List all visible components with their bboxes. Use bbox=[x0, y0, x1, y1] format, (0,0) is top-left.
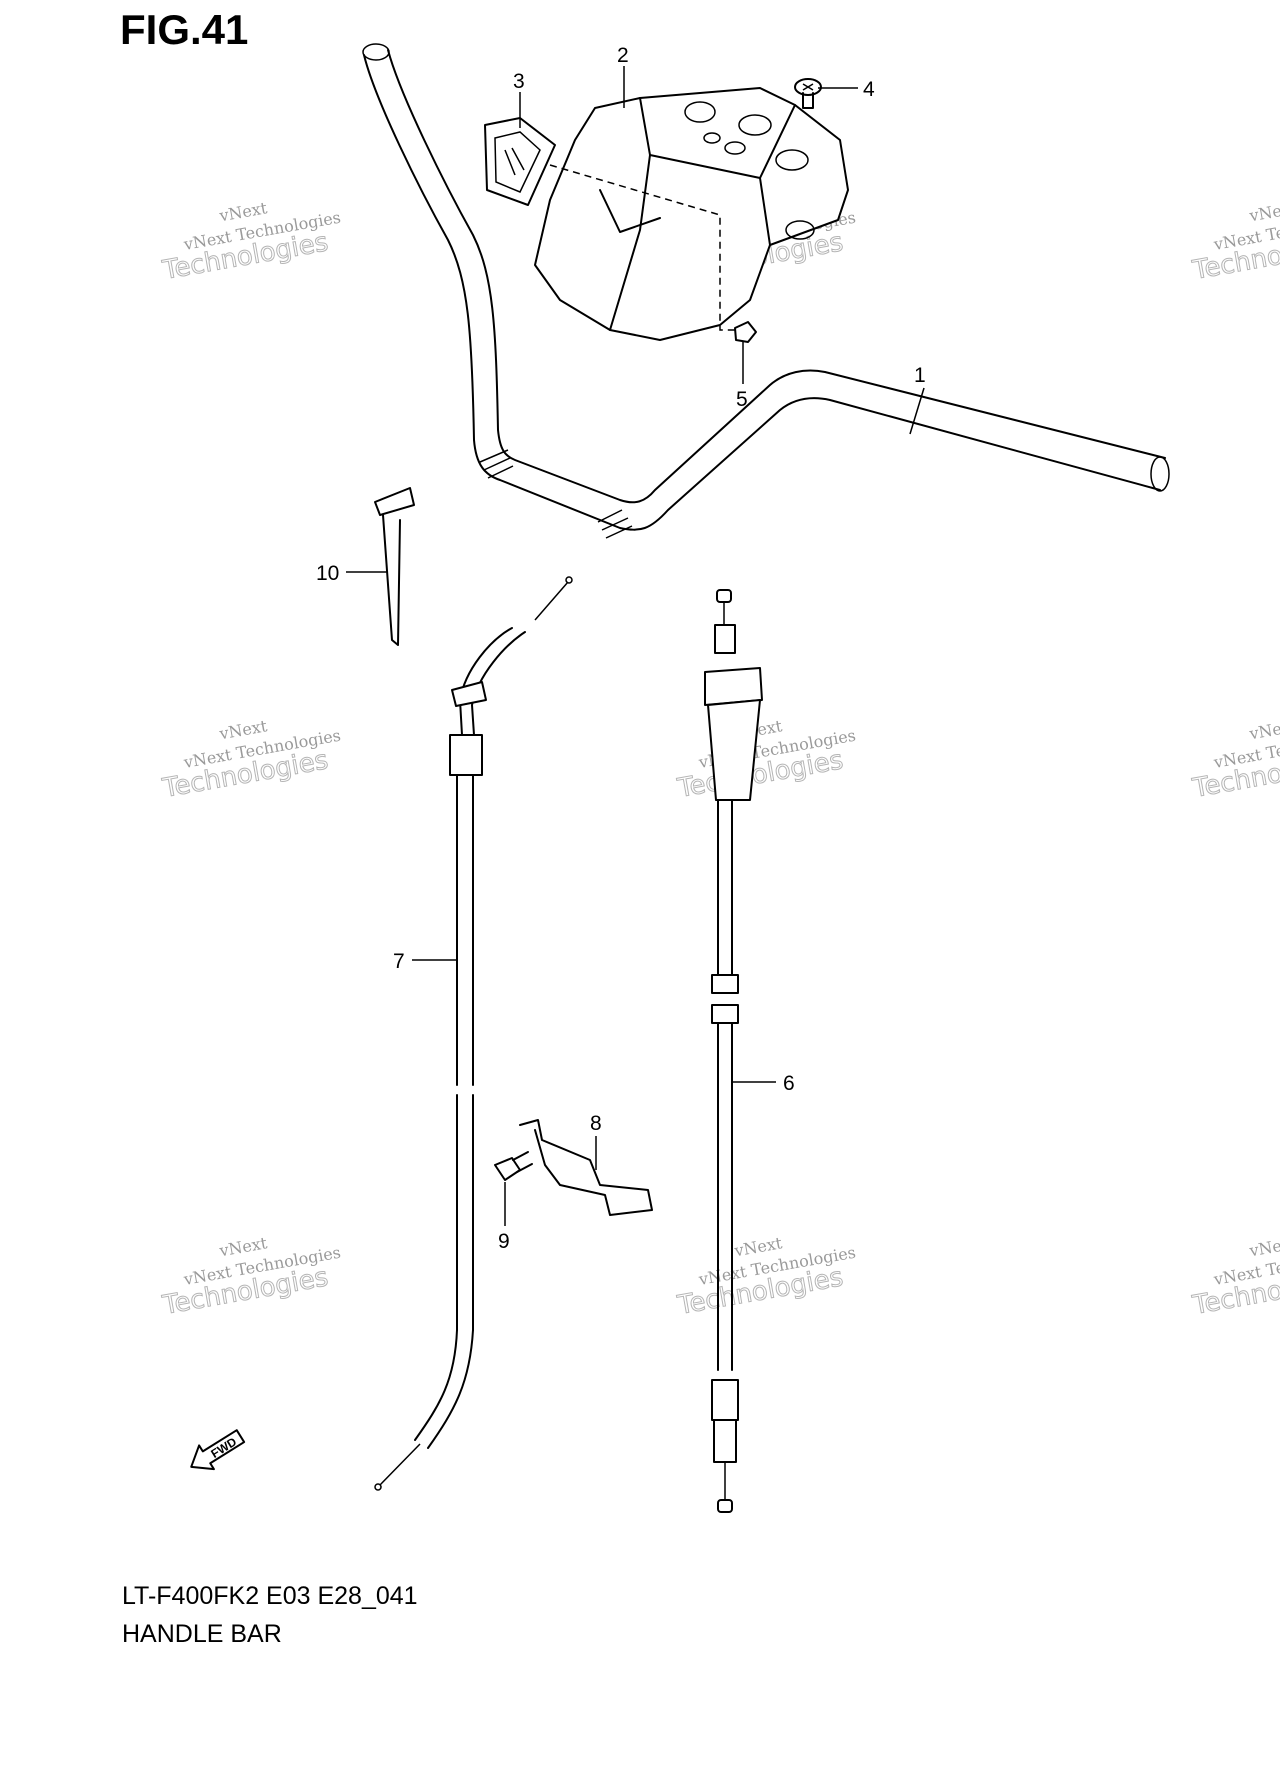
cable7-wire-top bbox=[534, 581, 569, 621]
cable6-housing bbox=[707, 699, 761, 801]
callout-8: 8 bbox=[590, 1112, 602, 1135]
watermark: vNext Technologies vNext Technologies bbox=[159, 1233, 342, 1321]
watermark: vNext Technologies vNext Technologies bbox=[1189, 1233, 1280, 1321]
bolt-shank bbox=[512, 1151, 533, 1173]
cable-guide-wire bbox=[519, 1119, 653, 1216]
cable-tie-head bbox=[374, 487, 415, 516]
cable6-fitting-bottom bbox=[713, 1419, 737, 1463]
callout-7: 7 bbox=[393, 950, 405, 973]
cover-assembly-line bbox=[549, 164, 742, 331]
cover-body bbox=[534, 87, 849, 341]
cable6-sheath-lower bbox=[717, 1022, 733, 1371]
watermark: vNext Technologies vNext Technologies bbox=[159, 198, 342, 286]
figure-name: HANDLE BAR bbox=[122, 1620, 282, 1648]
cable6-grommet bbox=[711, 1004, 739, 1024]
cable6-sheath-upper bbox=[717, 799, 733, 976]
watermark-text: vNext bbox=[1247, 198, 1280, 225]
cover-recess bbox=[599, 189, 661, 233]
leader-line-1 bbox=[909, 387, 925, 435]
cable6-fitting bbox=[714, 624, 736, 654]
nut-body bbox=[734, 321, 757, 343]
callout-3: 3 bbox=[513, 70, 525, 93]
handlebar-outline-upper bbox=[363, 54, 1161, 531]
cable6-end-bottom bbox=[717, 1499, 733, 1513]
cover-hole bbox=[724, 141, 746, 155]
emblem-part bbox=[484, 117, 556, 206]
callout-5: 5 bbox=[736, 388, 748, 411]
cable7-end-top bbox=[565, 576, 573, 584]
handlebar-cover-part bbox=[534, 87, 849, 341]
callout-6: 6 bbox=[783, 1072, 795, 1095]
handlebar-knurl-left bbox=[479, 449, 514, 479]
handlebar-outline-lower bbox=[387, 49, 1166, 504]
cable7-adjuster bbox=[449, 734, 483, 776]
cable7-bend-outer bbox=[459, 627, 513, 736]
bolt-head bbox=[494, 1157, 521, 1181]
watermark: vNext Technologies vNext Technologies bbox=[674, 716, 857, 804]
screw-shank bbox=[802, 92, 814, 109]
watermark-text: vNext bbox=[1247, 1233, 1280, 1260]
cable7-wire-bottom bbox=[379, 1443, 421, 1486]
handlebar-end-right bbox=[1150, 456, 1170, 492]
watermark: vNext Technologies vNext Technologies bbox=[159, 716, 342, 804]
nut-part bbox=[734, 321, 757, 343]
screw-slot bbox=[802, 83, 814, 91]
cable7-bracket bbox=[451, 681, 487, 707]
cable6-adjuster bbox=[711, 1379, 739, 1421]
handlebar-knurl-right bbox=[597, 509, 633, 539]
leader-lines bbox=[346, 66, 925, 1226]
cover-front-ridge bbox=[609, 154, 651, 331]
cable7-sheath-upper bbox=[456, 774, 474, 1086]
cable7-sheath-lower bbox=[456, 1094, 474, 1331]
cable6-grommet bbox=[711, 974, 739, 994]
throttle-cable-part bbox=[374, 576, 573, 1491]
callout-2: 2 bbox=[617, 44, 629, 67]
cable-tie-part bbox=[374, 487, 415, 646]
cable7-bottom-bend bbox=[414, 1329, 474, 1449]
watermark: vNext Technologies vNext Technologies bbox=[1189, 198, 1280, 286]
emblem-inner bbox=[494, 131, 541, 193]
handlebar-part bbox=[362, 43, 1170, 539]
cable6-holder bbox=[704, 667, 763, 706]
cover-hole bbox=[738, 114, 772, 136]
emblem-mark bbox=[504, 147, 525, 176]
cover-side-edge bbox=[759, 177, 771, 246]
cover-hole bbox=[785, 220, 815, 240]
control-cable-part bbox=[704, 589, 763, 1513]
model-code: LT-F400FK2 E03 E28_041 bbox=[122, 1582, 418, 1610]
cover-hole bbox=[703, 132, 721, 144]
cable7-end-bottom bbox=[374, 1483, 382, 1491]
figure-title: FIG.41 bbox=[120, 6, 249, 53]
cable6-end-top bbox=[716, 589, 732, 603]
callout-10: 10 bbox=[316, 562, 339, 585]
cover-top-edge bbox=[639, 97, 796, 179]
cover-hole bbox=[684, 101, 716, 123]
callout-labels: 1 2 3 4 5 6 7 8 9 10 bbox=[316, 44, 926, 1253]
handlebar-end-left bbox=[362, 43, 390, 61]
fwd-arrow-shape bbox=[190, 1429, 246, 1471]
watermark-text: vNext bbox=[1247, 716, 1280, 743]
screw-part bbox=[794, 78, 822, 109]
watermark: vNext Technologies vNext Technologies bbox=[674, 1233, 857, 1321]
bolt-part bbox=[494, 1151, 533, 1181]
cover-hole bbox=[775, 149, 809, 171]
cable-guide-part bbox=[519, 1119, 653, 1216]
watermark: vNext Technologies vNext Technologies bbox=[1189, 716, 1280, 804]
callout-1: 1 bbox=[914, 364, 926, 387]
fwd-arrow-icon: FWD bbox=[190, 1429, 246, 1471]
callout-9: 9 bbox=[498, 1230, 510, 1253]
callout-4: 4 bbox=[863, 78, 875, 101]
cable-tie-strap bbox=[382, 514, 401, 646]
